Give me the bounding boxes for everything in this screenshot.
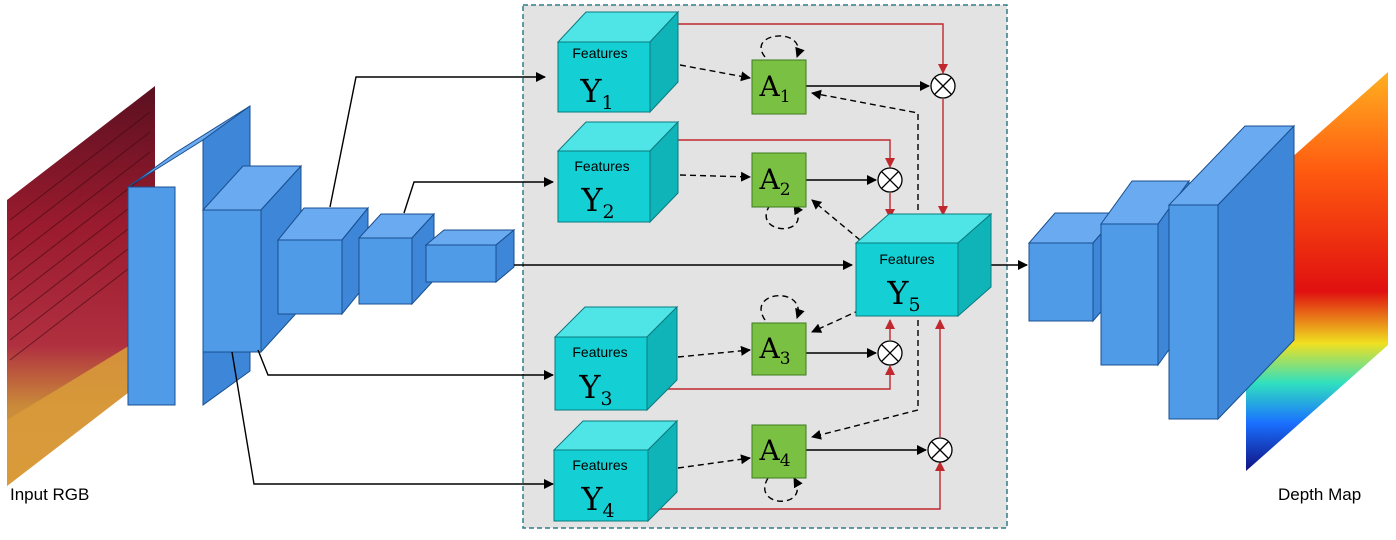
- svg-text:Y4: Y4: [580, 480, 614, 522]
- feature-label-y1: Features: [572, 45, 627, 61]
- red-arrow-y2-to-mult2: [678, 139, 895, 168]
- encoder-block-4: [357, 212, 436, 306]
- self-loop-a2: [765, 204, 804, 230]
- feature-letter-y4: Y: [580, 480, 603, 518]
- red-arrow-y1-to-y5: [678, 23, 948, 74]
- attention-letter-a1: A: [758, 70, 780, 103]
- skip-arrow-y3: [257, 349, 554, 380]
- dashed-arrow-y3-a3: [677, 345, 751, 358]
- skip-arrow-y1: [329, 72, 546, 208]
- svg-text:Y3: Y3: [578, 368, 612, 410]
- self-loop-a4: [764, 477, 803, 502]
- svg-text:A1: A1: [758, 70, 790, 107]
- svg-text:Y5: Y5: [886, 274, 920, 316]
- self-loop-a3: [760, 295, 805, 321]
- feature-letter-y1: Y: [579, 72, 602, 110]
- attention-sub-a3: 3: [780, 349, 791, 369]
- feature-cube-y3: Features Y3: [553, 305, 679, 412]
- attention-letter-a3: A: [758, 332, 780, 365]
- multiply-node-2: [877, 167, 903, 193]
- feature-sub-y2: 2: [603, 201, 615, 223]
- attention-box-a3: A3: [751, 322, 807, 376]
- input-rgb-label: Input RGB: [10, 485, 89, 504]
- feature-sub-y4: 4: [603, 500, 615, 522]
- dashed-arrow-y5-a1: [811, 89, 919, 240]
- svg-text:A3: A3: [758, 332, 790, 369]
- feature-letter-y5: Y: [886, 274, 909, 312]
- feature-cube-y4: Features Y4: [552, 419, 679, 523]
- red-arrow-y3-to-mult3: [660, 365, 895, 390]
- feature-label-y2: Features: [574, 158, 629, 174]
- multiply-node-1: [930, 73, 956, 99]
- encoder-block-3: [276, 206, 370, 316]
- attention-sub-a4: 4: [780, 451, 791, 471]
- attention-box-a2: A2: [751, 152, 807, 208]
- attention-box-a4: A4: [751, 424, 807, 479]
- svg-text:A4: A4: [758, 434, 790, 471]
- attention-sub-a2: 2: [780, 180, 791, 200]
- self-loop-a1: [760, 35, 805, 58]
- feature-label-y3: Features: [572, 344, 627, 360]
- feature-cube-y2: Features Y2: [556, 120, 680, 224]
- multiply-node-3: [877, 340, 903, 366]
- encoder-block-5: [424, 228, 516, 284]
- feature-letter-y2: Y: [580, 181, 603, 219]
- svg-text:A2: A2: [758, 163, 790, 200]
- svg-text:Y2: Y2: [580, 181, 614, 223]
- dashed-arrow-y5-a4: [811, 320, 919, 440]
- feature-cube-y5: Features Y5: [854, 212, 993, 318]
- feature-label-y4: Features: [572, 457, 627, 473]
- dashed-arrow-y1-a1: [679, 64, 751, 82]
- feature-letter-y3: Y: [578, 368, 601, 406]
- skip-arrow-y4: [231, 351, 554, 489]
- attention-letter-a4: A: [758, 434, 780, 467]
- feature-sub-y1: 1: [602, 92, 614, 114]
- feature-cube-y1: Features Y1: [556, 10, 680, 114]
- dashed-arrow-y5-a2: [811, 199, 861, 241]
- skip-arrow-y2: [403, 177, 554, 214]
- multiply-node-4: [927, 437, 953, 463]
- dashed-arrow-y2-a2: [679, 171, 751, 182]
- feature-sub-y3: 3: [601, 388, 613, 410]
- attention-box-a1: A1: [751, 59, 807, 115]
- svg-text:Y1: Y1: [579, 72, 613, 114]
- depth-map-label: Depth Map: [1278, 485, 1361, 504]
- input-rgb-image: [7, 86, 155, 486]
- feature-sub-y5: 5: [909, 294, 921, 316]
- attention-sub-a1: 1: [780, 87, 791, 107]
- attention-letter-a2: A: [758, 163, 780, 196]
- decoder-block-3: [1167, 124, 1296, 421]
- dashed-arrow-y4-a4: [677, 454, 751, 469]
- feature-label-y5: Features: [879, 251, 934, 267]
- dashed-arrow-y5-a3: [811, 309, 861, 333]
- red-arrow-y4-to-mult4: [655, 461, 945, 510]
